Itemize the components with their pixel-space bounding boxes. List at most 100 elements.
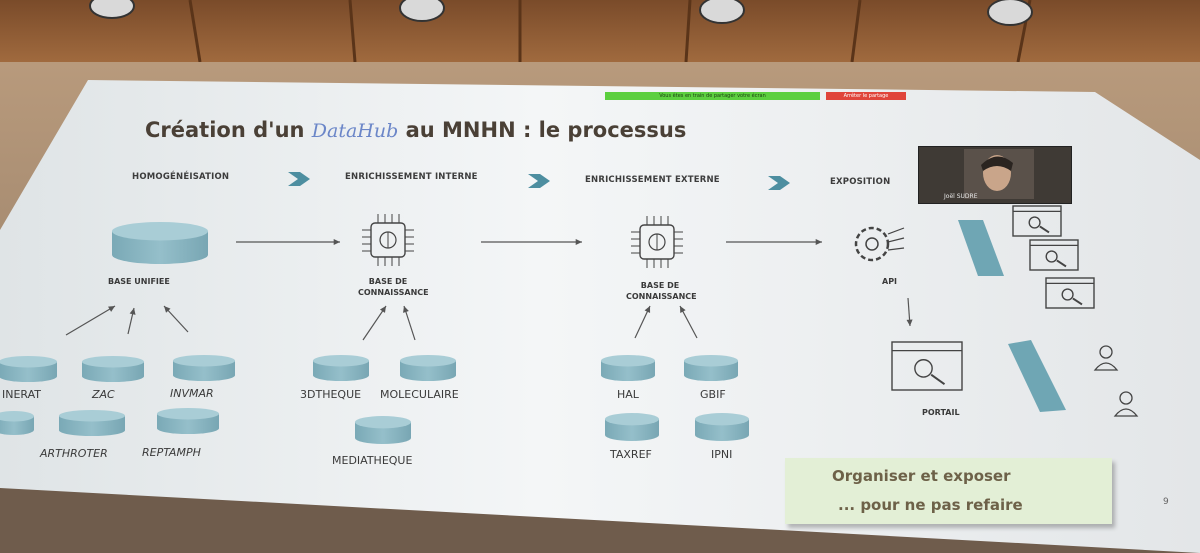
source-reptamph: REPTAMPH — [142, 446, 201, 459]
portail-search-icon-lens — [914, 359, 933, 378]
source-zac: ZAC — [92, 388, 115, 401]
base-unifiee-label: BASE UNIFIEE — [108, 277, 170, 286]
source-db-icon-3 — [173, 360, 235, 381]
api-label: API — [882, 277, 898, 286]
arrow-3dtheque-up — [362, 305, 387, 341]
chevron-arrow-icon-3 — [768, 176, 790, 190]
exposition-shape-2 — [1008, 340, 1066, 412]
arrow-gbif-up-head — [680, 306, 686, 313]
api-connector-0 — [887, 227, 905, 235]
source-db-icon-6-top — [157, 408, 219, 420]
source-inerat: INERAT — [2, 388, 42, 401]
arrow-inerat-up-head — [108, 306, 115, 312]
source-invmar: INVMAR — [170, 387, 214, 400]
search-window-icon-2 — [1029, 239, 1079, 271]
arrow-kb1-to-kb2-head — [575, 238, 582, 246]
share-status-bar: Vous êtes en train de partager votre écr… — [605, 92, 820, 100]
source-gbif: GBIF — [700, 388, 726, 401]
search-window-icon-3-lens — [1061, 288, 1074, 301]
arrow-kb2-to-api-head — [815, 238, 822, 246]
ai-chip-icon-2 — [639, 224, 675, 260]
user-icon-2-body — [1113, 408, 1139, 417]
chevron-arrow-icon-1 — [288, 172, 310, 186]
callout-line-1: Organiser et exposer — [832, 467, 1011, 485]
arrow-zac-up-head — [129, 308, 136, 315]
kb2-label-1: BASE DE — [640, 281, 680, 290]
callout-line-2: ... pour ne pas refaire — [838, 496, 1023, 514]
source-hal: HAL — [617, 388, 639, 401]
step-homogeneisation: HOMOGÉNÉISATION — [132, 172, 230, 182]
step-enrichissement-externe: ENRICHISSEMENT EXTERNE — [585, 175, 720, 185]
arrow-3dtheque-up-head — [379, 306, 386, 313]
source-db-icon-7 — [313, 360, 369, 381]
source-taxref: TAXREF — [610, 448, 652, 461]
callout-box — [785, 458, 1112, 524]
arrow-moleculaire-up-head — [403, 306, 409, 313]
step-enrichissement-interne: ENRICHISSEMENT INTERNE — [345, 172, 478, 182]
video-thumbnail — [918, 146, 1072, 204]
source-moleculaire: MOLECULAIRE — [380, 388, 459, 401]
user-icon-2 — [1119, 391, 1133, 405]
step-exposition: EXPOSITION — [830, 177, 891, 187]
arrow-inerat-up — [65, 305, 116, 336]
arrow-hal-up-head — [644, 306, 651, 313]
api-connector-2 — [887, 247, 905, 251]
source-3dtheque: 3DTHEQUE — [300, 388, 362, 401]
source-db-icon-11-top — [684, 355, 738, 367]
source-arthroter: ARTHROTER — [40, 447, 108, 460]
search-window-icon-1 — [1012, 205, 1062, 237]
user-icon-1 — [1099, 345, 1113, 359]
source-db-icon-2 — [82, 361, 144, 382]
source-db-icon-9-top — [355, 416, 411, 429]
source-ipni: IPNI — [711, 448, 733, 461]
kb1-label-1: BASE DE — [368, 277, 408, 286]
source-db-icon-2-top — [82, 356, 144, 368]
source-db-icon-8 — [400, 360, 456, 381]
portail-search-icon-handle — [930, 373, 946, 386]
source-db-icon-7-top — [313, 355, 369, 367]
source-db-icon-11 — [684, 360, 738, 381]
participant-face-icon — [964, 149, 1034, 199]
source-db-icon-13-top — [695, 413, 749, 426]
api-connector-1 — [887, 237, 905, 243]
search-window-icon-1-lens — [1028, 216, 1041, 229]
source-db-icon-12 — [605, 419, 659, 441]
source-db-icon-4-top — [0, 411, 34, 422]
source-mediatheque: MEDIATHEQUE — [332, 454, 413, 467]
search-window-icon-3-handle — [1072, 297, 1083, 306]
arrow-invmar-up-head — [164, 306, 171, 313]
base-unifiee-icon — [112, 231, 208, 264]
portail-search-icon — [891, 341, 963, 391]
source-db-icon-9 — [355, 422, 411, 444]
search-window-icon-2-lens — [1045, 250, 1058, 263]
source-db-icon-1-top — [0, 356, 57, 368]
base-unifiee-icon-top — [112, 222, 208, 241]
arrow-api-to-portail-head — [906, 319, 913, 326]
source-db-icon-5-top — [59, 410, 125, 422]
kb2-label-2: CONNAISSANCE — [626, 292, 697, 301]
source-db-icon-12-top — [605, 413, 659, 426]
source-db-icon-13 — [695, 419, 749, 441]
source-db-icon-8-top — [400, 355, 456, 367]
source-db-icon-5 — [59, 415, 125, 436]
page-number: 9 — [1163, 497, 1169, 507]
user-icon-1-body — [1093, 362, 1119, 371]
ai-chip-icon-1 — [370, 222, 406, 258]
datahub-word: DataHub — [311, 120, 399, 142]
search-window-icon-1-handle — [1039, 225, 1050, 234]
arrow-base-to-kb1-head — [333, 238, 340, 246]
source-db-icon-10-top — [601, 355, 655, 367]
stop-sharing-button[interactable]: Arrêter le partage — [826, 92, 906, 100]
source-db-icon-6 — [157, 413, 219, 434]
source-db-icon-1 — [0, 361, 57, 382]
source-db-icon-10 — [601, 360, 655, 381]
kb1-label-2: CONNAISSANCE — [358, 288, 429, 297]
exposition-shape-1 — [958, 220, 1004, 276]
api-gear-hub — [865, 237, 879, 251]
api-gear-icon — [854, 226, 890, 262]
portail-label: PORTAIL — [922, 408, 960, 417]
participant-name: Joël SUDRE — [944, 193, 978, 200]
search-window-icon-3 — [1045, 277, 1095, 309]
slide-title: Création d'un DataHub au MNHN : le proce… — [145, 118, 687, 142]
